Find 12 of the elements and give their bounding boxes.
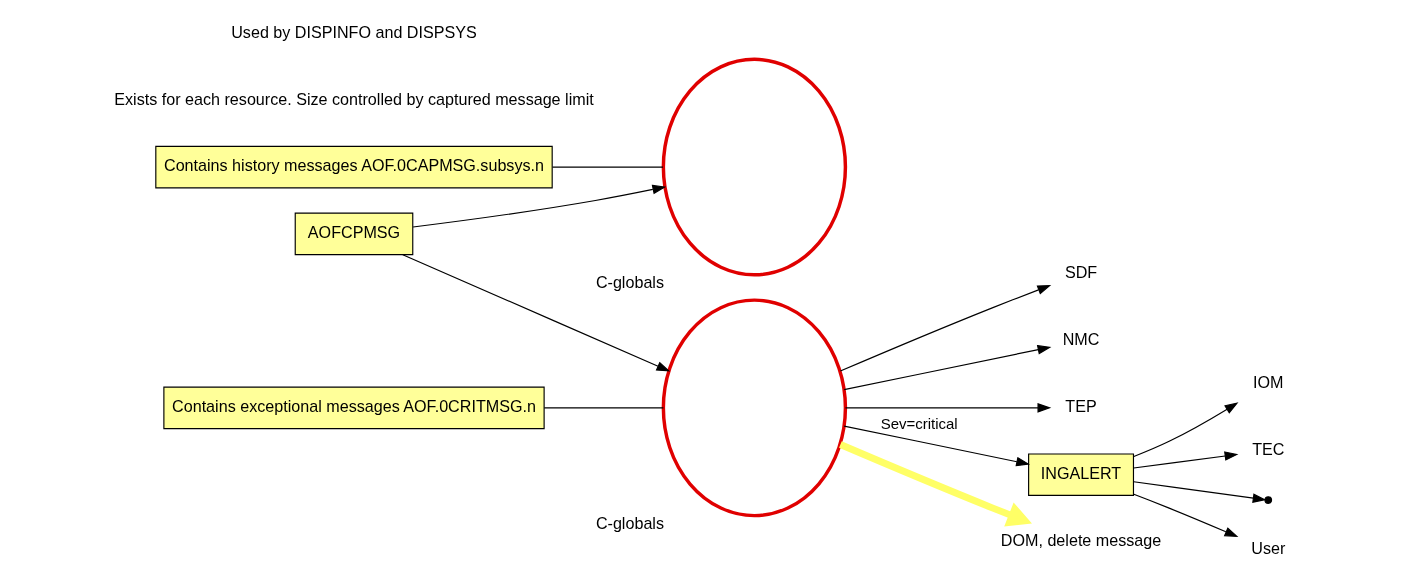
node-text: User	[1251, 538, 1286, 557]
label: Used by DISPINFO and DISPSYS	[231, 22, 477, 41]
node-label: C-globals	[595, 272, 665, 291]
node-text: DOM, delete message	[1000, 530, 1162, 549]
edge-label: Sev=critical	[880, 415, 958, 433]
node-text: NMC	[1062, 330, 1100, 349]
node-text: SDF	[1064, 263, 1098, 282]
node-label: C-globals	[595, 513, 665, 532]
label: Exists for each resource. Size controlled by captured message limit	[114, 89, 594, 108]
node-text: TEP	[1065, 397, 1097, 416]
node-text: IOM	[1253, 372, 1284, 391]
node-text: TEC	[1252, 439, 1285, 458]
